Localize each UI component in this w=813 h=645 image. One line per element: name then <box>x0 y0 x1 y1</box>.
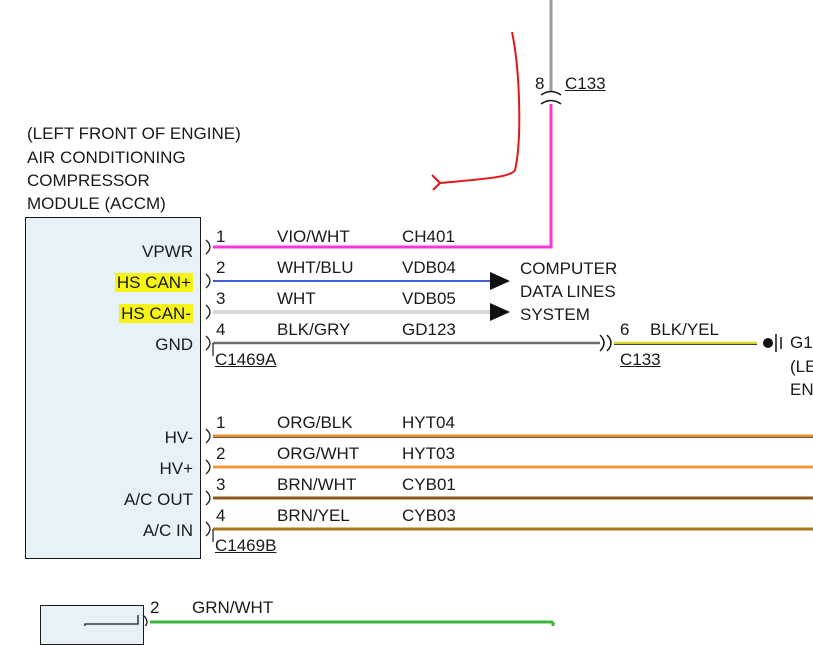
circuit-label: CYB01 <box>402 475 456 494</box>
data-lines-label-1: COMPUTER <box>520 259 618 278</box>
connector-a-label: C1469A <box>215 350 277 369</box>
ground-connector-label: C133 <box>620 350 661 369</box>
bottom-pin-hook <box>142 614 148 626</box>
pin-number: 3 <box>216 475 226 494</box>
wire-color-label: ORG/WHT <box>277 444 360 463</box>
red-annotation-arrow <box>431 31 521 191</box>
circuit-label: CH401 <box>402 227 455 246</box>
circuit-label: HYT04 <box>402 413 455 432</box>
c133-ground-connector-symbol <box>599 334 612 352</box>
wire-color-label: BLK/GRY <box>277 320 351 339</box>
pin-label-hv-plus: HV+ <box>159 459 193 478</box>
wire-color-label: WHT <box>277 289 316 308</box>
pin-number: 1 <box>216 227 226 246</box>
pin-number: 1 <box>216 413 226 432</box>
wire-color-label: WHT/BLU <box>277 258 354 277</box>
wire-color-label: BRN/WHT <box>277 475 357 494</box>
circuit-label: HYT03 <box>402 444 455 463</box>
module-title-line-4: MODULE (ACCM) <box>27 194 166 213</box>
bottom-inner-box <box>84 615 139 626</box>
wire-vio-wht <box>213 104 553 249</box>
module-title-line-2: AIR CONDITIONING <box>27 148 186 167</box>
top-connector-name: C133 <box>565 74 606 93</box>
ground-label-2: (LE <box>790 357 813 376</box>
pin-number: 2 <box>216 258 226 277</box>
bottom-pin-number: 2 <box>150 598 160 617</box>
circuit-label: VDB04 <box>402 258 456 277</box>
pin-number: 3 <box>216 289 226 308</box>
pin-label-hv-minus: HV- <box>164 428 193 447</box>
pin-label-hs-can-plus: HS CAN+ <box>114 273 193 292</box>
pin-label-ac-out: A/C OUT <box>124 490 193 509</box>
pin-label-hs-can-minus: HS CAN- <box>119 304 193 323</box>
c133-top-connector-symbol <box>540 90 562 105</box>
ground-pin-number: 6 <box>620 320 630 339</box>
top-connector-pin: 8 <box>535 74 545 93</box>
circuit-label: CYB03 <box>402 506 456 525</box>
connector-b-label: C1469B <box>215 536 277 555</box>
wire-color-label: BRN/YEL <box>277 506 350 525</box>
ground-label-1: G1 <box>790 333 813 352</box>
circuit-label: GD123 <box>402 320 456 339</box>
pin-label-gnd: GND <box>155 335 193 354</box>
data-lines-label-3: SYSTEM <box>520 305 590 324</box>
pin-hooks-a <box>205 239 211 351</box>
arrow-can-minus <box>490 303 510 321</box>
pin-number: 2 <box>216 444 226 463</box>
wire-color-label: VIO/WHT <box>277 227 350 246</box>
pin-label-ac-in: A/C IN <box>142 521 193 540</box>
wire-color-label: ORG/BLK <box>277 413 353 432</box>
bottom-wire-color: GRN/WHT <box>192 598 274 617</box>
pin-hooks-b <box>205 428 211 537</box>
pin-number: 4 <box>216 320 226 339</box>
pin-number: 4 <box>216 506 226 525</box>
module-title-line-1: (LEFT FRONT OF ENGINE) <box>27 124 241 143</box>
ground-label-3: EN <box>790 380 813 399</box>
circuit-label: VDB05 <box>402 289 456 308</box>
ground-splice-dot <box>763 338 773 348</box>
ground-wire-color: BLK/YEL <box>650 320 719 339</box>
arrow-can-plus <box>490 272 510 290</box>
wiring-diagram <box>84 0 813 626</box>
data-lines-label-2: DATA LINES <box>520 282 616 301</box>
module-title-line-3: COMPRESSOR <box>27 171 150 190</box>
pin-label-vpwr: VPWR <box>142 242 193 261</box>
